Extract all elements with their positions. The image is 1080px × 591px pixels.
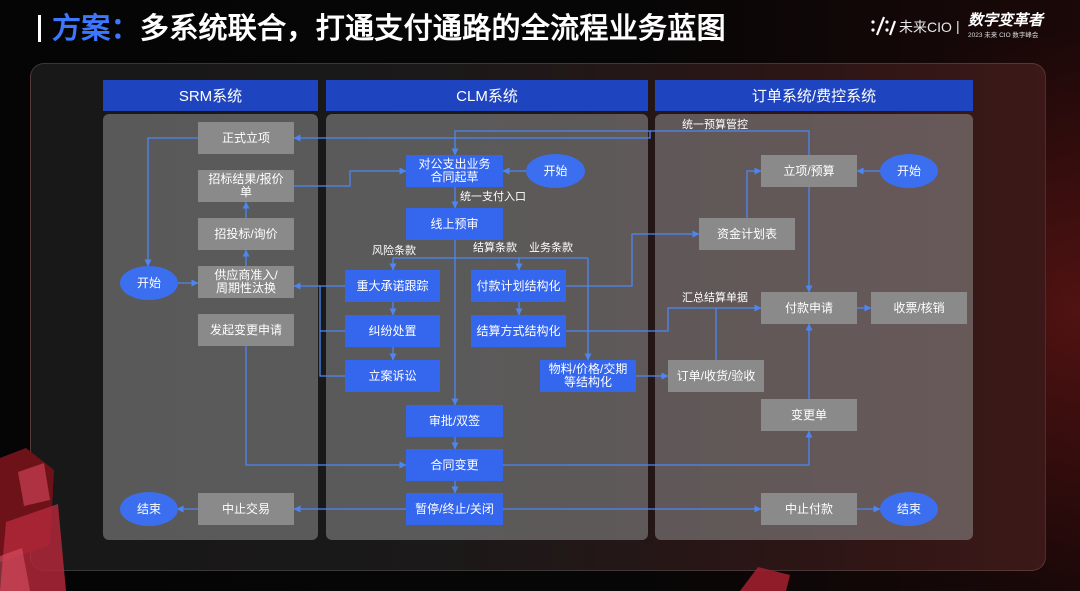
logo-slogan: 数字变革者: [968, 12, 1044, 29]
edge-label-risk-clause: 风险条款: [372, 245, 416, 257]
srm-end-terminal: 结束: [120, 492, 178, 526]
column-header-srm: SRM系统: [103, 80, 318, 111]
logo-separator: |: [956, 18, 960, 34]
arrow-bid-result-to-draft: [294, 167, 407, 187]
node-order-receipt: 订单/收货/验收: [668, 360, 764, 392]
node-abort-payment: 中止付款: [761, 493, 857, 525]
node-bidding: 招投标/询价: [198, 218, 294, 250]
node-contract-change: 合同变更: [406, 449, 503, 481]
node-abort-trade: 中止交易: [198, 493, 294, 525]
column-header-order: 订单系统/费控系统: [655, 80, 973, 111]
node-contract-draft: 对公支出业务 合同起草: [406, 155, 503, 187]
order-end-terminal: 结束: [880, 492, 938, 526]
column-header-clm: CLM系统: [326, 80, 648, 111]
arrow-change-request-to-contract-change: [245, 346, 407, 469]
title-main: 多系统联合，打通支付通路的全流程业务蓝图: [139, 11, 726, 45]
title-accent-bar: [38, 15, 41, 42]
node-change-request: 发起变更申请: [198, 314, 294, 346]
decorative-red-shape: [18, 463, 50, 506]
edge-label-payment-entry: 统一支付入口: [460, 191, 526, 203]
edge-label-budget-control: 统一预算管控: [682, 119, 748, 131]
arrow-contract-change-to-change-order: [503, 430, 813, 466]
node-invoice-writeoff: 收票/核销: [871, 292, 967, 324]
node-payment-plan: 付款计划结构化: [471, 270, 566, 302]
edge-label-settlement-clause: 结算条款: [473, 242, 517, 254]
node-approval: 审批/双签: [406, 405, 503, 437]
node-fund-plan: 资金计划表: [699, 218, 795, 250]
arrow-budget-to-draft: [451, 130, 810, 156]
clm-start-terminal: 开始: [526, 154, 585, 188]
edge-label-business-clause: 业务条款: [529, 242, 573, 254]
node-supplier-access: 供应商准入/ 周期性汰换: [198, 266, 294, 298]
node-change-order: 变更单: [761, 399, 857, 431]
node-project-budget: 立项/预算: [761, 155, 857, 187]
decorative-red-shape: [0, 548, 30, 591]
node-suspend-terminate-close: 暂停/终止/关闭: [406, 493, 503, 525]
arrow-fund-plan-to-budget: [746, 167, 762, 218]
decorative-red-shape: [740, 567, 790, 591]
node-commitment-tracking: 重大承诺跟踪: [345, 270, 440, 302]
node-pre-review: 线上预审: [406, 208, 503, 240]
order-start-terminal: 开始: [880, 154, 938, 188]
edge-label-settlement-docs: 汇总结算单据: [682, 292, 748, 304]
srm-start-terminal: 开始: [120, 266, 178, 300]
node-formal-project: 正式立项: [198, 122, 294, 154]
node-payment-request: 付款申请: [761, 292, 857, 324]
arrow-budget-to-formal-project: [293, 131, 651, 142]
event-logo: 未来CIO | 数字变革者 2023 未来 CIO 数字峰会: [868, 10, 1048, 42]
node-settlement-structuring: 结算方式结构化: [471, 315, 566, 347]
brand-mark-icon: [871, 16, 896, 36]
node-bid-result: 招标结果/报价 单: [198, 170, 294, 202]
connector-risk-bracket: [319, 286, 345, 377]
logo-brand: 未来CIO: [899, 19, 952, 35]
title-prefix: 方案：: [52, 11, 140, 45]
arrow-plan-to-fund-plan: [566, 230, 700, 287]
arrow-formal-project-to-srm-start: [144, 137, 198, 267]
node-material-structuring: 物料/价格/交期 等结构化: [540, 360, 636, 392]
arrow-settlement-to-payment-request: [566, 304, 762, 332]
page-title: 方案：多系统联合，打通支付通路的全流程业务蓝图: [52, 9, 726, 47]
node-litigation: 立案诉讼: [345, 360, 440, 392]
logo-event-name: 2023 未来 CIO 数字峰会: [968, 32, 1039, 39]
node-dispute-handling: 纠纷处置: [345, 315, 440, 347]
